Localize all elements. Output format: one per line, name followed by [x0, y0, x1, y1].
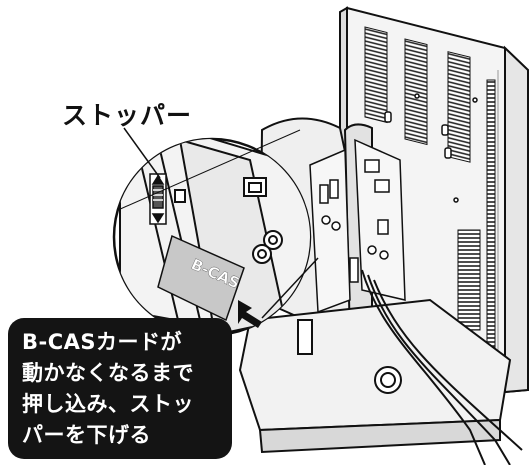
magnifier-lens: B-CAS	[112, 137, 312, 337]
instruction-line: 押し込み、ストッ	[22, 392, 194, 416]
stopper-slider	[149, 173, 167, 225]
terminal-panel	[309, 138, 406, 314]
leader-lines	[117, 127, 319, 319]
instruction-line: B-CASカードが	[22, 330, 183, 354]
screw-holes	[384, 93, 480, 343]
instruction-line: 動かなくなるまで	[22, 361, 194, 385]
vent-grilles	[364, 26, 496, 361]
stopper-label: ストッパー	[62, 101, 193, 130]
insert-arrow-icon	[238, 300, 262, 328]
cables	[361, 269, 523, 465]
instruction-line: パーを下げる	[22, 423, 151, 447]
instruction-box: B-CASカードが 動かなくなるまで 押し込み、ストッ パーを下げる	[8, 318, 232, 459]
